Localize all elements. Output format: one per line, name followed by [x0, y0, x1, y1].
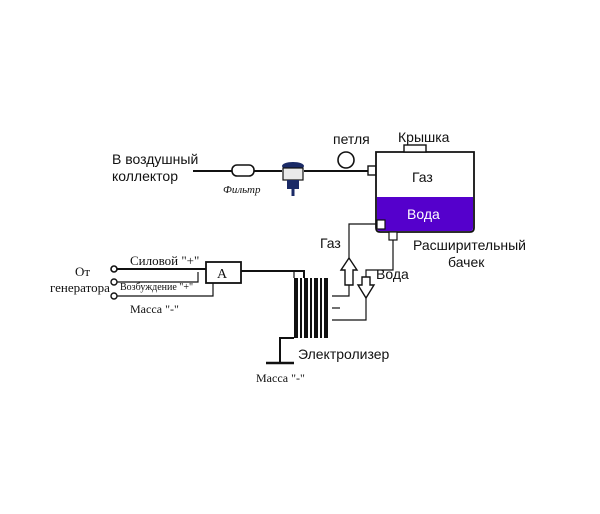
label-ground-minus: Масса "-"	[130, 302, 179, 316]
ammeter-box	[205, 261, 242, 284]
label-power-plus: Силовой "+"	[130, 253, 199, 268]
label-air-collector-2: коллектор	[112, 168, 178, 184]
label-filter: Фильтр	[223, 184, 261, 196]
tank-lid	[403, 144, 427, 153]
pipe-loop	[337, 151, 355, 169]
gas-flow-arrow-icon	[339, 256, 359, 286]
label-lid: Крышка	[398, 129, 450, 145]
label-expansion-tank-1: Расширительный	[413, 237, 526, 253]
label-air-collector-1: В воздушный	[112, 151, 198, 167]
label-loop: петля	[333, 131, 370, 147]
electrolyzer-ground-wire	[279, 337, 294, 362]
tank-gas-port	[367, 165, 377, 176]
wire-ground-minus	[117, 283, 214, 297]
tank-water-outlet	[388, 231, 398, 241]
label-water-arrow: Вода	[376, 266, 409, 282]
label-ammeter: A	[217, 267, 228, 282]
terminal-excitation-plus	[110, 278, 118, 286]
label-electrolyzer: Электролизер	[298, 346, 390, 362]
label-tank-gas: Газ	[412, 169, 433, 185]
water-supply-pipe	[332, 240, 394, 321]
tank-water-level	[377, 197, 473, 231]
label-from-generator-2: генератора	[50, 280, 110, 295]
label-tank-water: Вода	[407, 206, 440, 222]
inline-filter	[231, 164, 255, 177]
water-flow-arrow-icon	[356, 276, 376, 300]
label-expansion-tank-2: бачек	[448, 254, 485, 270]
label-excitation-plus: Возбуждение "+"	[120, 282, 193, 293]
expansion-tank	[375, 144, 475, 241]
flame-arrester	[282, 162, 304, 196]
label-ground-bottom: Масса "-"	[256, 371, 305, 385]
terminal-ground-minus	[110, 292, 118, 300]
wire-ammeter-to-electrolyzer	[241, 270, 305, 278]
wire-excitation-plus	[117, 272, 199, 283]
label-from-generator-1: От	[75, 264, 90, 279]
tank-gas-return-port	[376, 219, 386, 230]
label-gas-arrow: Газ	[320, 235, 341, 251]
electrolyzer-stack	[293, 270, 328, 338]
terminal-power-plus	[110, 265, 118, 273]
